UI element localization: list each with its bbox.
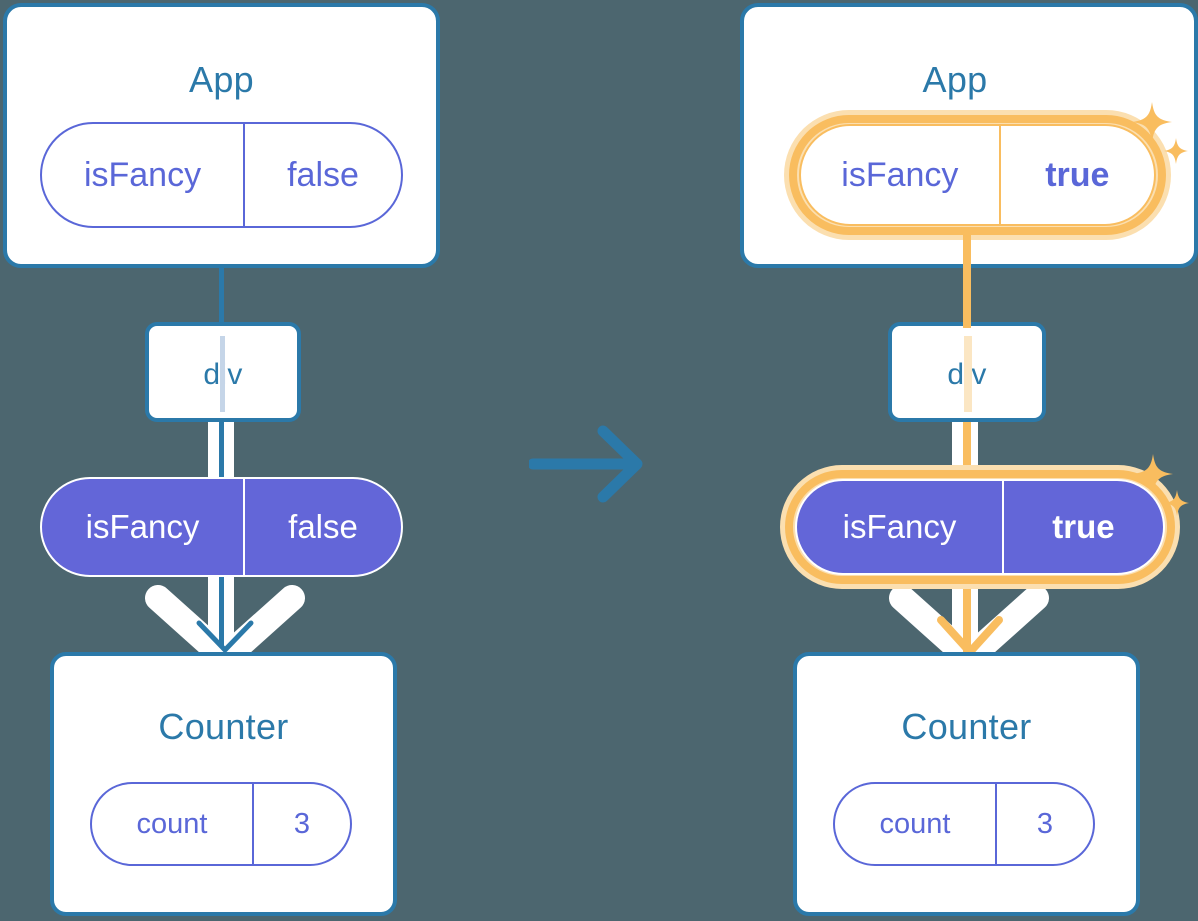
panel-after: App isFancy true div isFancy true [738, 0, 1198, 921]
state-pill-value: 3 [251, 784, 350, 864]
prop-pill-isfancy[interactable]: isFancy false [40, 477, 403, 577]
state-pill-counter-count[interactable]: count 3 [90, 782, 352, 866]
state-pill-key: count [879, 807, 951, 840]
card-title-app: App [189, 59, 254, 100]
state-pill-app-isfancy[interactable]: isFancy true [799, 124, 1156, 226]
state-pill-value: true [998, 126, 1154, 224]
highlight-ring-app [789, 115, 1166, 235]
sparkle-icon [1132, 102, 1188, 164]
prop-pill-isfancy[interactable]: isFancy true [795, 479, 1165, 575]
prop-pill-value: true [1001, 481, 1163, 573]
connector-app-to-div [219, 228, 224, 328]
flow-arrowhead [196, 620, 254, 653]
sparkle-icon [1133, 454, 1189, 516]
prop-pill-value: false [243, 479, 401, 575]
connector-inside-div [220, 336, 225, 412]
state-pill-key: isFancy [841, 155, 959, 194]
card-title-app: App [922, 59, 988, 100]
connector-app-to-div [963, 228, 971, 328]
state-pill-key: count [136, 807, 208, 840]
state-pill-app-isfancy[interactable]: isFancy false [40, 122, 403, 228]
state-pill-counter-count[interactable]: count 3 [833, 782, 1095, 866]
panel-before: App isFancy false div isFancy false Coun… [0, 0, 460, 921]
prop-pill-key: isFancy [842, 508, 957, 545]
highlight-ring-prop [785, 470, 1175, 584]
state-pill-value: false [243, 124, 401, 226]
connector-inside-div [964, 336, 972, 412]
card-title-counter: Counter [901, 706, 1032, 747]
state-pill-key: isFancy [83, 155, 202, 194]
transition-right-arrow-icon [529, 425, 643, 503]
state-pill-value: 3 [994, 784, 1093, 864]
prop-pill-key: isFancy [85, 508, 200, 545]
card-title-counter: Counter [158, 706, 289, 747]
